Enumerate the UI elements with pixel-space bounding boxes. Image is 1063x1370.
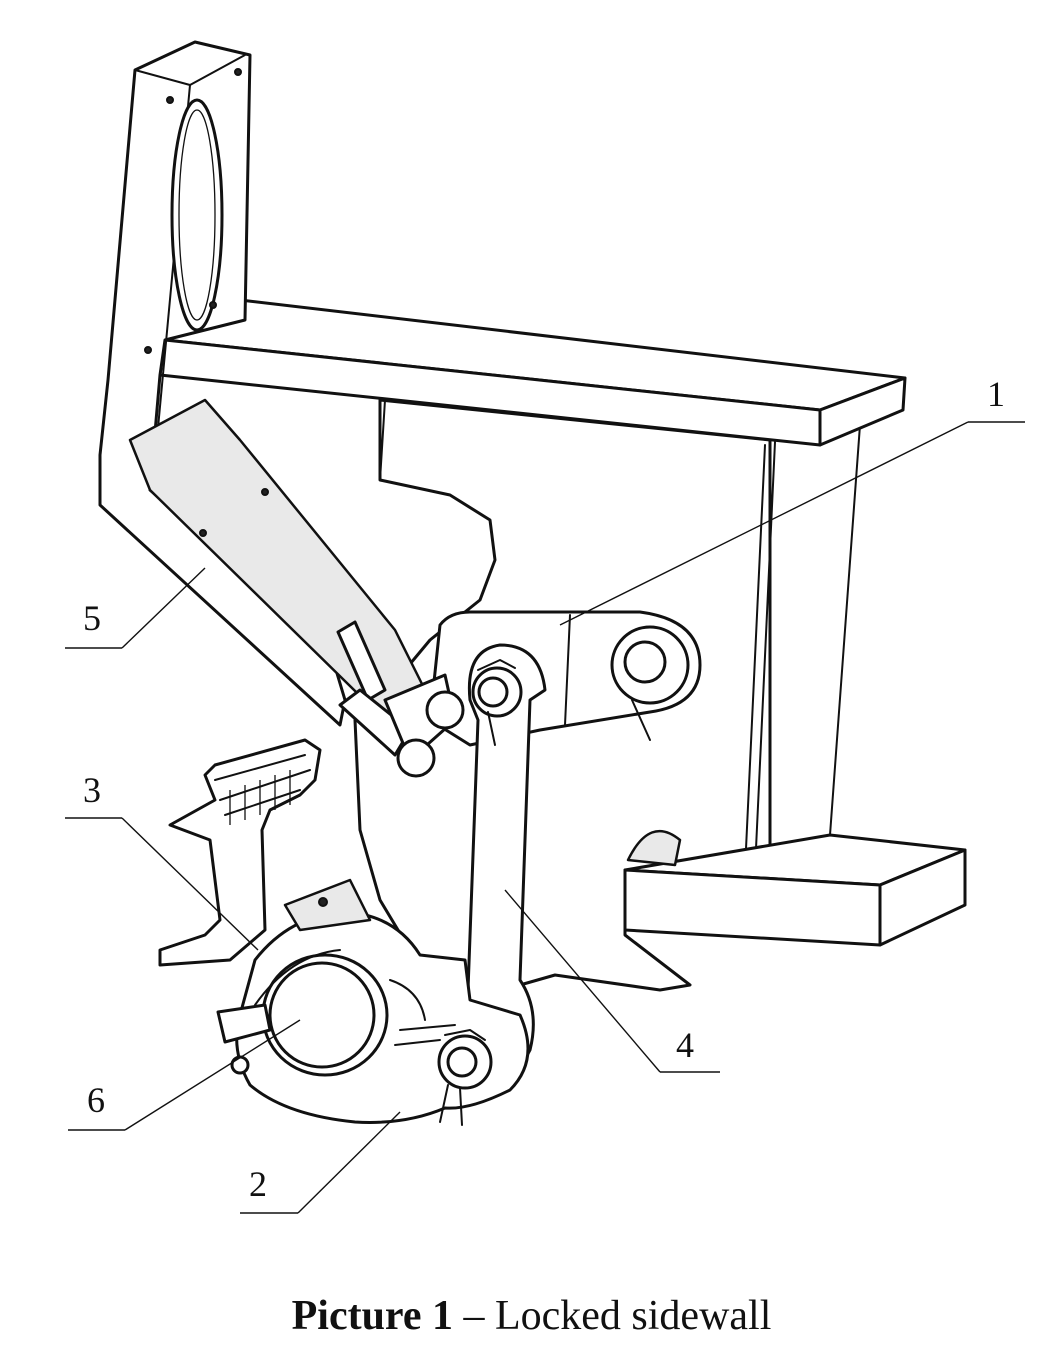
bottom-foot-block [625, 831, 965, 945]
callout-1: 1 [987, 374, 1005, 414]
figure-caption: Picture 1 – Locked sidewall [0, 1292, 1063, 1340]
callout-4: 4 [676, 1025, 694, 1065]
caption-prefix: Picture 1 [292, 1293, 453, 1339]
callout-5: 5 [83, 598, 101, 638]
caption-title: Locked sidewall [495, 1293, 771, 1339]
callout-3: 3 [83, 770, 101, 810]
leader-2-diag [298, 1112, 400, 1213]
leader-5-diag [122, 568, 205, 648]
callout-2: 2 [249, 1164, 267, 1204]
lower-pin [439, 1030, 491, 1125]
caption-separator: – [453, 1293, 495, 1339]
callout-6: 6 [87, 1080, 105, 1120]
